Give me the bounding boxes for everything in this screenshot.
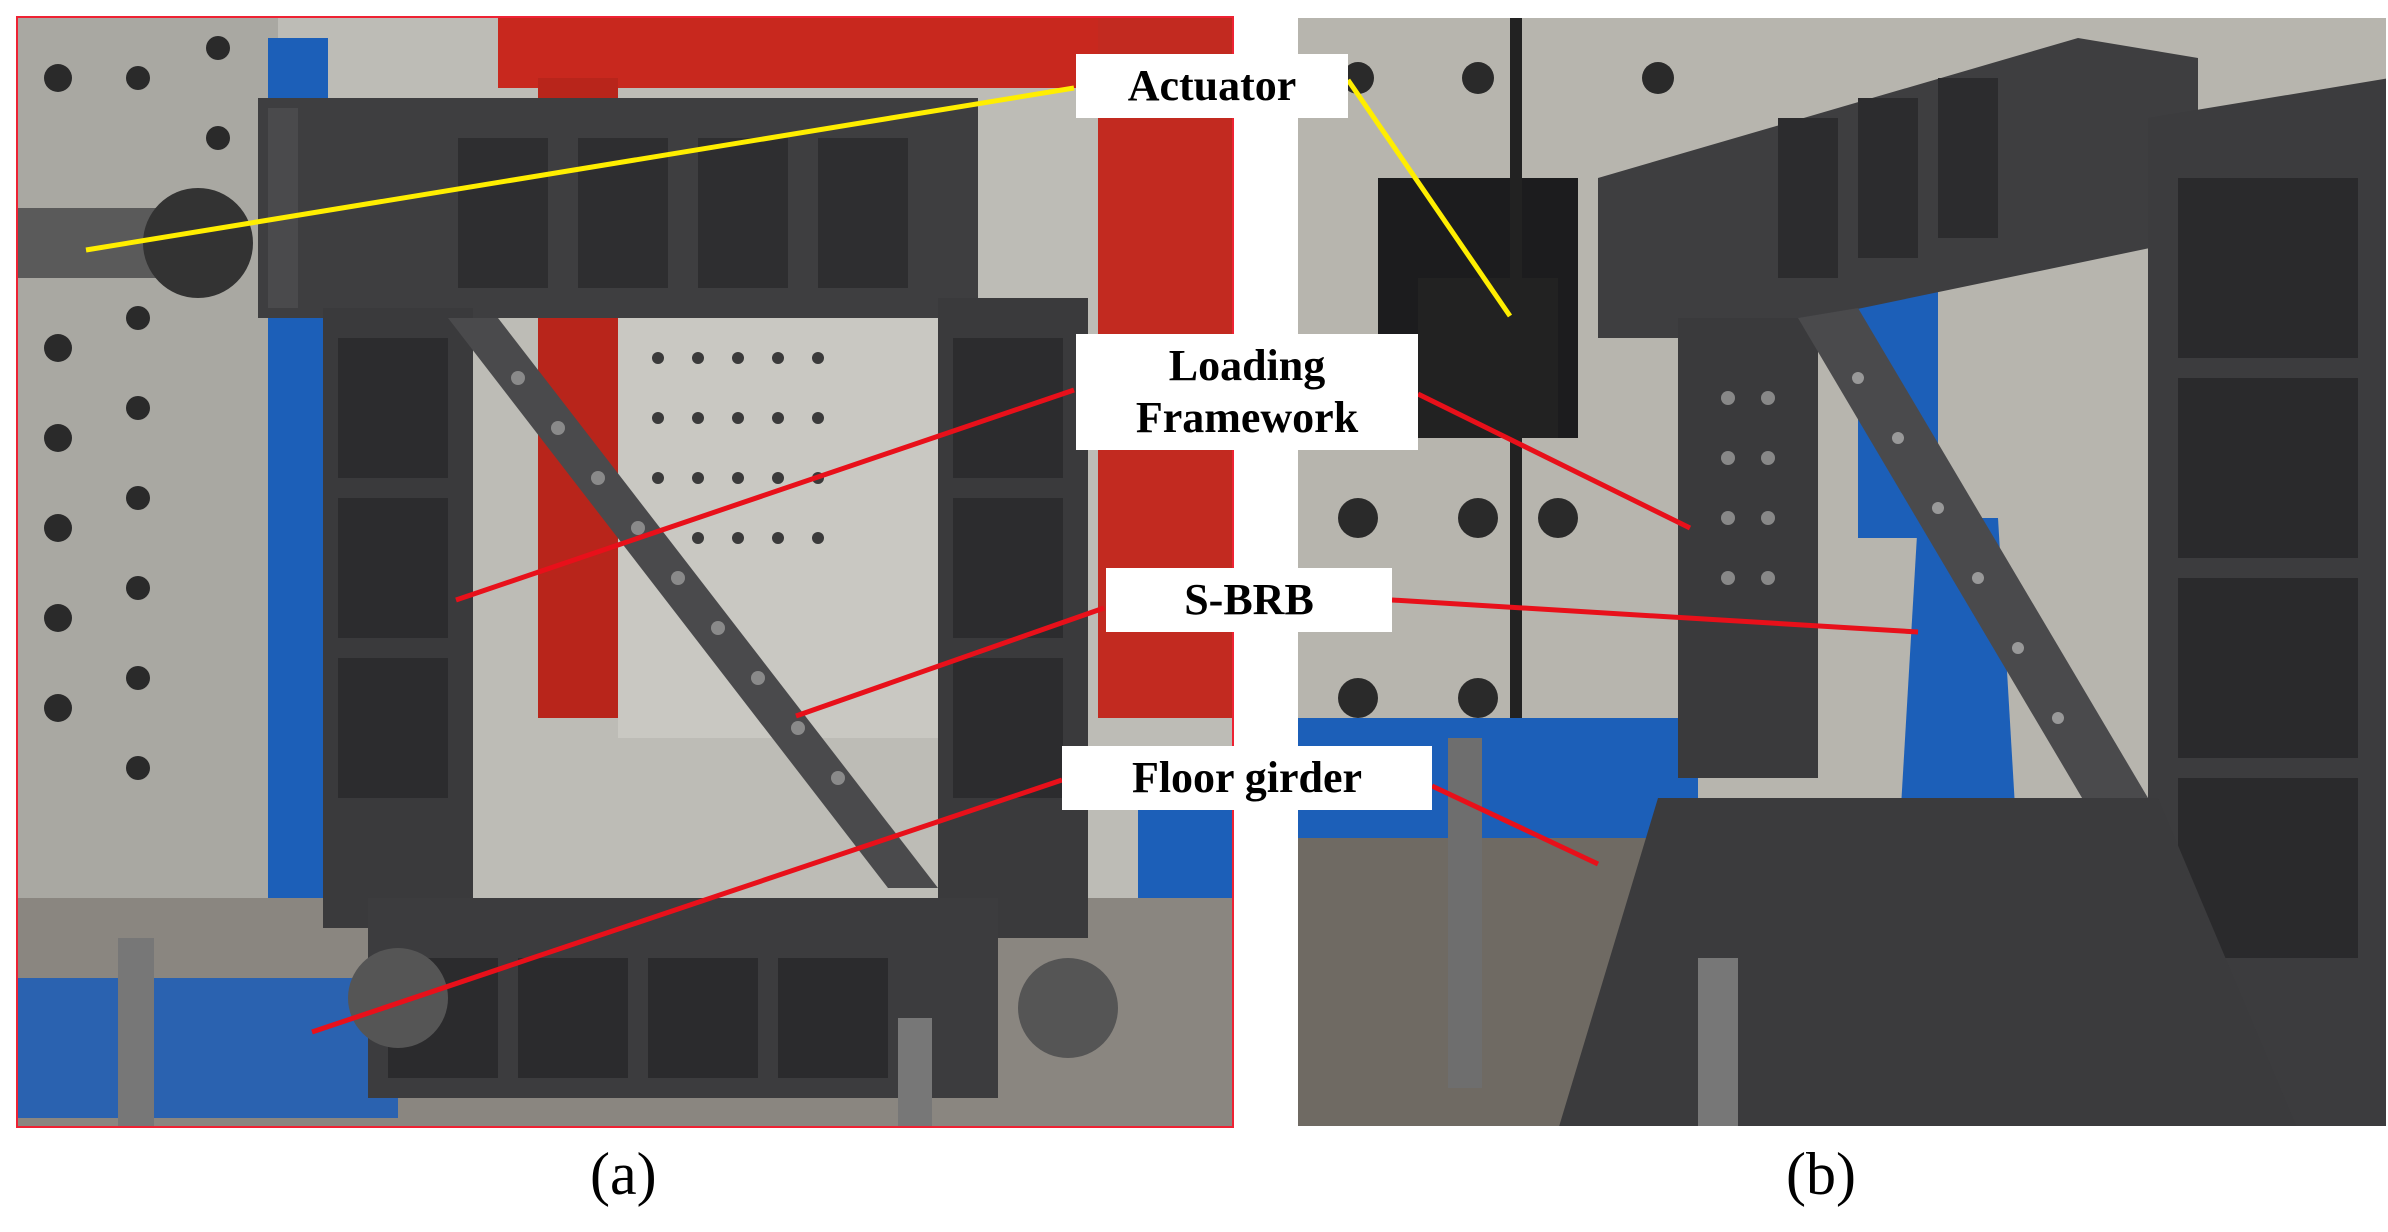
callout-floor-girder-text: Floor girder — [1131, 753, 1363, 802]
callout-floor-girder: Floor girder — [1062, 746, 1432, 810]
photo-b-scene — [1298, 18, 2386, 1126]
callout-loading-text-line2: Framework — [1135, 393, 1359, 442]
photo-panel-a — [16, 16, 1234, 1128]
panel-label-a: (a) — [590, 1141, 657, 1207]
photo-panel-b — [1296, 16, 2388, 1128]
callout-actuator: Actuator — [1076, 54, 1348, 118]
callout-loading-framework: Loading Framework — [1076, 334, 1418, 450]
callout-sbrb-text: S-BRB — [1184, 575, 1314, 624]
callout-loading-text-line1: Loading — [1168, 341, 1326, 390]
photo-a-scene — [18, 18, 1232, 1126]
callout-actuator-text: Actuator — [1127, 61, 1297, 110]
callout-sbrb: S-BRB — [1106, 568, 1392, 632]
panel-label-b: (b) — [1786, 1141, 1856, 1207]
